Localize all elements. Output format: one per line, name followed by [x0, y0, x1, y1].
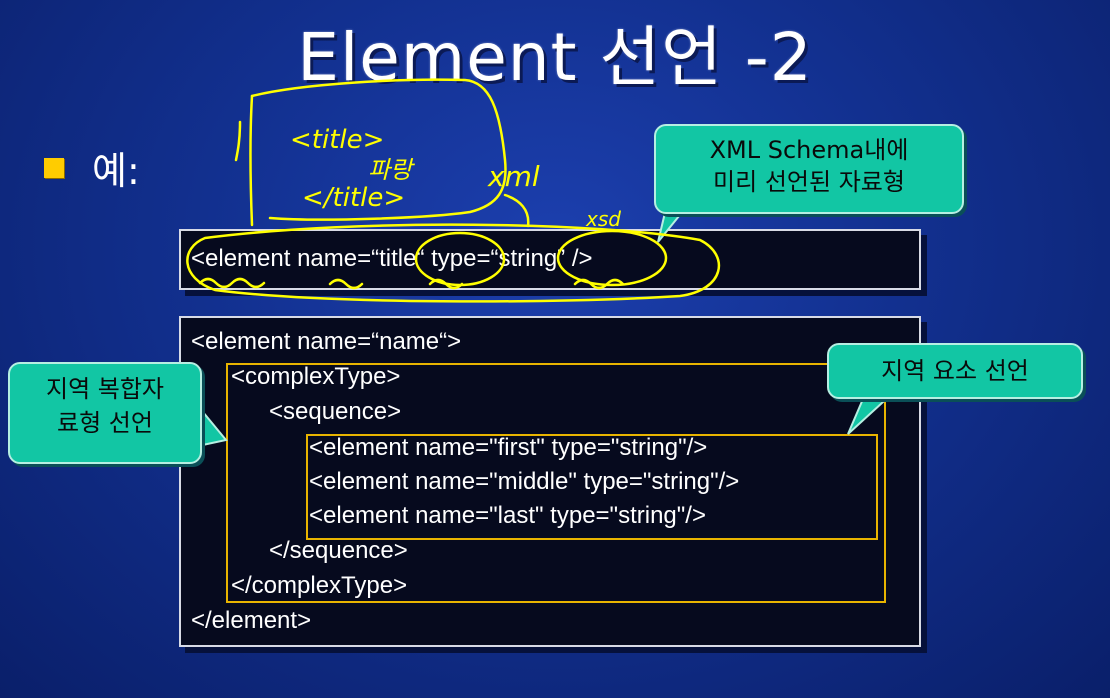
- callout-line: 료형 선언: [57, 409, 153, 437]
- code-line: <element name=“title“ type=“string” />: [191, 245, 593, 272]
- code-line: </sequence>: [269, 537, 408, 564]
- code-box-simple-element: <element name=“title“ type=“string” />: [179, 229, 921, 290]
- handwriting-tag-open: <title>: [290, 125, 384, 155]
- slide-title: Element 선언 -2: [297, 19, 813, 96]
- handwriting-tag-close: </title>: [302, 183, 405, 213]
- callout-builtin-type: XML Schema내에 미리 선언된 자료형: [654, 124, 964, 214]
- code-line: <element name="middle" type="string"/>: [309, 468, 740, 495]
- callout-line: 미리 선언된 자료형: [713, 168, 905, 196]
- callout-local-element: 지역 요소 선언: [827, 343, 1083, 399]
- bullet-text: 예:: [92, 149, 140, 193]
- code-line: <sequence>: [269, 398, 402, 425]
- callout-line: 지역 복합자: [45, 375, 165, 403]
- code-line: </complexType>: [231, 572, 408, 599]
- bullet-item: 예:: [44, 140, 140, 195]
- callout-pointer-complex: [197, 403, 228, 448]
- complex-type-frame: [226, 363, 886, 603]
- code-line: <element name="first" type="string"/>: [309, 434, 708, 461]
- code-line: <element name=“name“>: [191, 328, 462, 355]
- callout-local-complex-type: 지역 복합자 료형 선언: [8, 362, 202, 464]
- local-elements-frame: [306, 434, 878, 540]
- code-line: <complexType>: [231, 363, 401, 390]
- handwriting-xsd: xsd: [585, 207, 621, 231]
- callout-line: XML Schema내에: [709, 136, 909, 164]
- code-line: </element>: [191, 607, 312, 634]
- handwriting-xml: xml: [487, 160, 540, 193]
- handwriting-content: 파랑: [368, 156, 415, 184]
- code-line: <element name="last" type="string"/>: [309, 502, 706, 529]
- square-bullet-icon: [44, 157, 64, 178]
- code-box-complex-element: <element name=“name“> <complexType> <seq…: [179, 316, 921, 647]
